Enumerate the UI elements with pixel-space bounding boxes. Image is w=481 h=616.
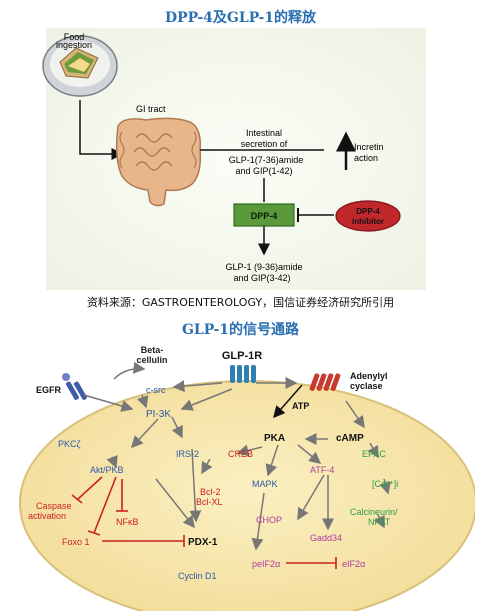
bclxl-label: Bcl-XL	[196, 497, 223, 507]
dpp4-label: DPP-4	[251, 211, 278, 221]
secretion-line4: and GIP(1-42)	[235, 166, 292, 176]
chop-label: CHOP	[256, 515, 282, 525]
atp-label: ATP	[292, 401, 309, 411]
gi-tract-label: GI tract	[136, 104, 166, 114]
irs2-label: IRS-2	[176, 449, 199, 459]
products-line1: GLP-1 (9-36)amide	[225, 262, 302, 272]
egfr-receptor-icon	[62, 373, 87, 400]
incretin-line1: Incretin	[354, 142, 384, 152]
adenylyl-line1: Adenylyl	[350, 371, 388, 381]
akt-label: Akt/PKB	[90, 465, 124, 475]
secretion-line3: GLP-1(7-36)amide	[229, 155, 304, 165]
foxo1-label: Foxo 1	[62, 537, 90, 547]
adenylyl-line2: cyclase	[350, 381, 383, 391]
cyclin-label: Cyclin D1	[178, 571, 217, 581]
caspase-line2: activation	[28, 511, 66, 521]
food-label-line1: Food	[64, 32, 85, 42]
inhibitor-line1: DPP-4	[356, 207, 380, 216]
dpp4-inhibitor-oval	[335, 200, 401, 232]
nfkb-label: NFκB	[116, 517, 139, 527]
cell-body	[19, 380, 475, 611]
c-src-label: c-src	[146, 385, 166, 395]
betacellulin-line2: cellulin	[136, 355, 167, 365]
pi3k-label: PI-3K	[146, 409, 171, 420]
pka-label: PKA	[264, 433, 285, 444]
creb-label: CREB	[228, 449, 253, 459]
mapk-label: MAPK	[252, 479, 278, 489]
betacellulin-line1: Beta-	[141, 345, 164, 355]
signaling-diagram: Beta- cellulin GLP-1R EGFR c-src Adenyly…	[19, 345, 475, 611]
ca-label: [Ca²⁺]i	[372, 479, 398, 489]
gi-tract-icon	[115, 117, 202, 207]
products-line2: and GIP(3-42)	[233, 273, 290, 283]
pdx1-label: PDX-1	[188, 537, 218, 548]
pkc-label: PKCζ	[58, 439, 81, 449]
calcineurin-line1: Calcineurin/	[350, 507, 398, 517]
activation-arrows	[83, 361, 391, 551]
atp-to-camp-arrow	[273, 384, 303, 419]
epac-label: EPAC	[362, 449, 386, 459]
inhibition-lines	[71, 476, 337, 569]
signaling-title: GLP-1的信号通路	[181, 322, 300, 338]
source-note: 资料来源：GASTROENTEROLOGY，国信证券经济研究所引用	[86, 296, 395, 309]
incretin-line2: action	[354, 153, 378, 163]
calcineurin-line2: NFAT	[368, 517, 391, 527]
secretion-line2: secretion of	[241, 139, 288, 149]
release-diagram: Food ingestion GI tract Intestinal secre…	[42, 28, 426, 290]
ingestion-arrow	[79, 100, 124, 160]
glp1r-receptor-icon	[230, 365, 256, 383]
atf4-label: ATF-4	[310, 465, 334, 475]
gadd34-label: Gadd34	[310, 533, 342, 543]
secretion-line1: Intestinal	[246, 128, 282, 138]
food-plate-icon	[42, 35, 118, 97]
camp-label: cAMP	[336, 433, 364, 444]
bcl2-label: Bcl-2	[200, 487, 221, 497]
inhibitor-line2: inhibitor	[352, 217, 384, 226]
caspase-line1: Caspase	[36, 501, 72, 511]
eif2a-label: eIF2α	[342, 559, 365, 569]
egfr-label: EGFR	[36, 385, 62, 395]
release-title: DPP-4及GLP-1的释放	[164, 10, 317, 26]
food-label-line2: ingestion	[56, 40, 92, 50]
adenylyl-cyclase-icon	[309, 373, 341, 391]
peif2a-label: peIF2α	[252, 559, 280, 569]
glp1r-label: GLP-1R	[222, 350, 262, 362]
